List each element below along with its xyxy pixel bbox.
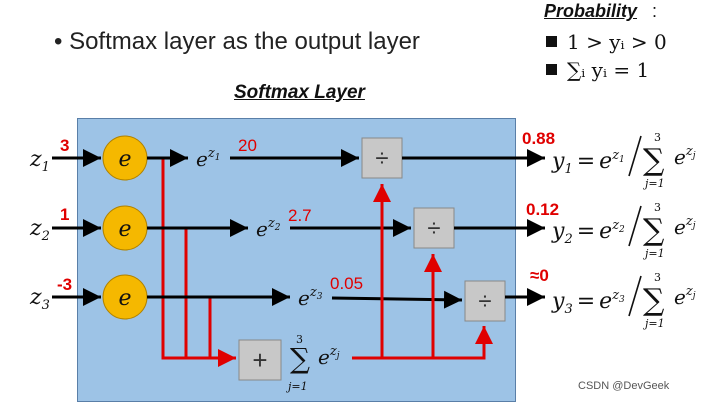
output-lower-2: j=1 [642, 247, 665, 260]
exp-label-1: ez1 [196, 146, 220, 171]
output-sigma-3: ∑ [643, 283, 665, 318]
output-denom-3: ezj [674, 284, 696, 309]
input-z1: z1 [29, 147, 50, 175]
exp-node-label-2: e [118, 217, 131, 242]
output-slash-1 [628, 135, 642, 177]
rule-1-text: 1 > yᵢ > 0 [567, 30, 667, 54]
output-denom-2: ezj [674, 214, 696, 239]
output-lhs-1: y1=ez1 [551, 148, 625, 177]
rule-2-text: ∑ᵢ yᵢ = 1 [567, 58, 650, 82]
output-sigma-2: ∑ [643, 213, 665, 248]
output-upper-2: 3 [654, 201, 661, 214]
probability-rule-1: 1 > yᵢ > 0 [546, 30, 667, 54]
output-upper-1: 3 [654, 131, 661, 144]
exp-value-3: 0.05 [330, 274, 363, 293]
output-lower-3: j=1 [642, 317, 665, 330]
output-formula-3: y3=ez3 ∑ 3 j=1 ezj [551, 271, 696, 330]
sum-term: ezj [318, 344, 340, 369]
output-lower-1: j=1 [642, 177, 665, 190]
watermark: CSDN @DevGeek [578, 380, 670, 392]
input-value-2: 1 [60, 205, 69, 224]
probability-rule-2: ∑ᵢ yᵢ = 1 [546, 58, 649, 82]
bullet-text: • Softmax layer as the output layer [54, 28, 420, 55]
divide-box-1 [361, 137, 403, 179]
output-sigma-1: ∑ [643, 143, 665, 178]
output-lhs-3: y3=ez3 [551, 288, 625, 317]
output-slash-3 [628, 275, 642, 317]
arrow-to-divide-3 [331, 290, 463, 309]
divide-box-3 [464, 280, 506, 322]
output-formula-1: y1=ez1 ∑ 3 j=1 ezj [551, 131, 696, 190]
output-lhs-2: y2=ez2 [551, 218, 625, 247]
probability-colon: : [652, 1, 658, 21]
red-sum-line [352, 326, 493, 360]
square-bullet-icon [546, 36, 557, 47]
exp-label-2: ez2 [256, 216, 281, 241]
output-formula-2: y2=ez2 ∑ 3 j=1 ezj [551, 201, 696, 260]
output-value-2: 0.12 [526, 200, 559, 219]
output-value-1: 0.88 [522, 129, 555, 148]
output-value-3: ≈0 [530, 266, 549, 285]
divide-symbol-1: ÷ [375, 145, 388, 172]
red-line-1 [161, 158, 236, 367]
bullet-label: Softmax layer as the output layer [69, 28, 420, 55]
input-value-3: -3 [57, 275, 72, 294]
divide-symbol-2: ÷ [427, 215, 440, 242]
sum-upper: 3 [296, 333, 303, 346]
exp-value-1: 20 [238, 136, 257, 155]
input-z2: z2 [29, 216, 50, 244]
sum-sigma: ∑ [290, 342, 310, 375]
plus-box [238, 339, 282, 381]
divide-symbol-3: ÷ [478, 288, 491, 315]
probability-title: Probability [544, 1, 638, 21]
output-upper-3: 3 [654, 271, 661, 284]
exp-node-label-3: e [118, 286, 131, 311]
plus-symbol: + [252, 345, 267, 375]
exp-label-3: ez3 [298, 285, 323, 310]
input-value-1: 3 [60, 136, 69, 155]
output-slash-2 [628, 205, 642, 247]
softmax-layer-panel [77, 118, 516, 402]
exp-node-label-1: e [118, 147, 131, 172]
output-denom-1: ezj [674, 144, 696, 169]
softmax-layer-title: Softmax Layer [234, 82, 365, 103]
exp-value-2: 2.7 [288, 206, 312, 225]
input-z3: z3 [29, 285, 50, 313]
square-bullet-icon [546, 64, 557, 75]
sum-lower: j=1 [285, 380, 308, 393]
